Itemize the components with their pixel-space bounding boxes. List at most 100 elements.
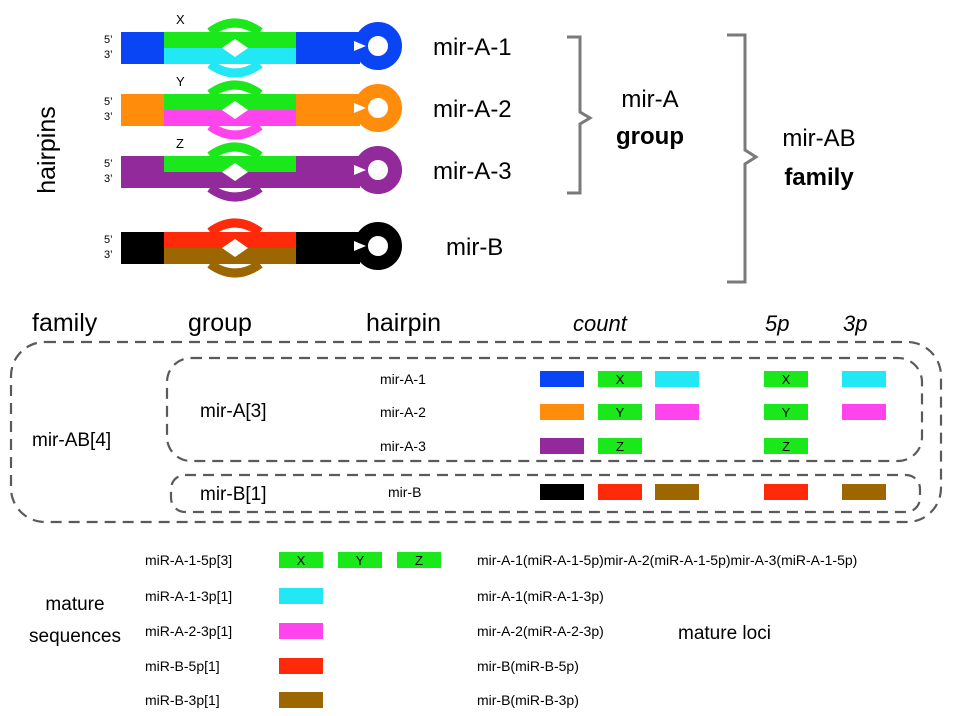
- family-cell: mir-AB[4]: [32, 430, 111, 451]
- mature-name: miR-B-3p[1]: [145, 692, 220, 708]
- mature-swatch: [279, 588, 323, 604]
- count-swatch: [540, 404, 584, 420]
- hairpin-mir-B: 5’3’mir-B: [104, 218, 503, 278]
- header-count: count: [573, 311, 628, 336]
- mature-arm-5p: [164, 232, 296, 248]
- strand-3-label: 3’: [104, 249, 113, 261]
- table-row: mir-A-2 Y Y: [380, 404, 886, 420]
- hairpin-loop: [354, 146, 402, 194]
- mature-swatch-label: Y: [356, 553, 365, 568]
- strand-5-label: 5’: [104, 34, 113, 46]
- hairpin-cell: mir-B: [388, 484, 421, 500]
- mature-swatch: [279, 623, 323, 639]
- bulge-bottom: [207, 184, 263, 202]
- mature-swatch: [279, 692, 323, 708]
- hairpin-loop: [354, 22, 402, 70]
- bulge-bottom: [207, 60, 263, 78]
- arm-5p-swatch-label: Z: [782, 439, 790, 454]
- family-label-line2: family: [784, 164, 854, 191]
- table-row: mir-B: [388, 484, 886, 500]
- hairpin-name: mir-A-3: [433, 158, 512, 185]
- mature-row: miR-B-5p[1] mir-B(miR-B-5p): [145, 658, 579, 674]
- left-flank-5p: [121, 32, 164, 48]
- group-b-box: [169, 473, 922, 514]
- bulge-top: [207, 218, 263, 236]
- left-flank-3p: [121, 172, 164, 188]
- bulge-gap: [222, 101, 248, 119]
- header-family: family: [32, 309, 98, 337]
- strand-3-label: 3’: [104, 49, 113, 61]
- loop-stem: [296, 94, 360, 126]
- mature-arm-5p: [164, 94, 296, 110]
- arm-5p-swatch-label: Y: [782, 405, 791, 420]
- hairpin-marker: Y: [176, 74, 185, 89]
- mature-row: miR-A-1-3p[1]mir-A-1(miR-A-1-3p): [145, 588, 604, 604]
- mature-row: miR-A-2-3p[1]mir-A-2(miR-A-2-3p): [145, 623, 604, 639]
- mature-label-line1: mature: [45, 594, 104, 615]
- mature-name: miR-B-5p[1]: [145, 658, 220, 674]
- mature-swatch: [279, 552, 323, 568]
- bulge-gap: [222, 239, 248, 257]
- count-swatch-label: Z: [616, 439, 624, 454]
- group-a-box: [165, 356, 924, 463]
- bulge-bottom: [207, 122, 263, 140]
- hairpin-loop: [354, 222, 402, 270]
- count-swatch: [540, 484, 584, 500]
- group-bracket: [567, 35, 593, 195]
- table-row: mir-A-1 X X: [380, 371, 886, 387]
- mature-swatch: [397, 552, 441, 568]
- stem-notch: [354, 41, 366, 51]
- group-label-line2: group: [616, 123, 684, 150]
- hairpins-label: hairpins: [33, 106, 61, 194]
- loop-stem: [296, 156, 360, 188]
- mature-name: miR-A-1-5p[3]: [145, 552, 232, 568]
- strand-5-label: 5’: [104, 96, 113, 108]
- mature-arm-3p: [164, 172, 296, 188]
- header-group: group: [188, 309, 252, 337]
- left-flank-3p: [121, 110, 164, 126]
- mature-arm-3p: [164, 48, 296, 64]
- hairpin-cell: mir-A-2: [380, 404, 426, 420]
- left-flank-5p: [121, 94, 164, 110]
- hairpin-cell: mir-A-3: [380, 438, 426, 454]
- mature-swatch-label: X: [297, 553, 306, 568]
- header-hairpin: hairpin: [366, 309, 441, 337]
- bulge-bottom: [207, 260, 263, 278]
- mature-arm-5p: [164, 156, 296, 172]
- family-label-line1: mir-AB: [782, 125, 855, 152]
- arm-3p-swatch: [842, 371, 886, 387]
- mature-loci: mir-A-1(miR-A-1-3p): [477, 588, 604, 604]
- stem-notch: [354, 241, 366, 251]
- count-swatch: [598, 484, 642, 500]
- mature-swatch: [279, 658, 323, 674]
- table-row: mir-A-3 Z Z: [380, 438, 808, 454]
- hairpin-cell: mir-A-1: [380, 371, 426, 387]
- arm-5p-swatch-label: X: [782, 372, 791, 387]
- mature-arm-3p: [164, 110, 296, 126]
- count-swatch-label: X: [616, 372, 625, 387]
- mature-loci-label: mature loci: [678, 623, 771, 644]
- count-swatch: [598, 438, 642, 454]
- strand-3-label: 3’: [104, 173, 113, 185]
- count-swatch: [598, 404, 642, 420]
- bulge-gap: [222, 163, 248, 181]
- arm-3p-swatch: [842, 484, 886, 500]
- hairpin-loop: [354, 84, 402, 132]
- stem-notch: [354, 103, 366, 113]
- left-flank-3p: [121, 248, 164, 264]
- strand-5-label: 5’: [104, 158, 113, 170]
- strand-5-label: 5’: [104, 234, 113, 246]
- mature-loci: mir-B(miR-B-5p): [477, 658, 579, 674]
- bulge-top: [207, 142, 263, 160]
- group-label-line1: mir-A: [621, 86, 678, 113]
- count-swatch-label: Y: [616, 405, 625, 420]
- mature-row: miR-B-3p[1] mir-B(miR-B-3p): [145, 692, 579, 708]
- loop-stem: [296, 232, 360, 264]
- mature-loci: mir-B(miR-B-3p): [477, 692, 579, 708]
